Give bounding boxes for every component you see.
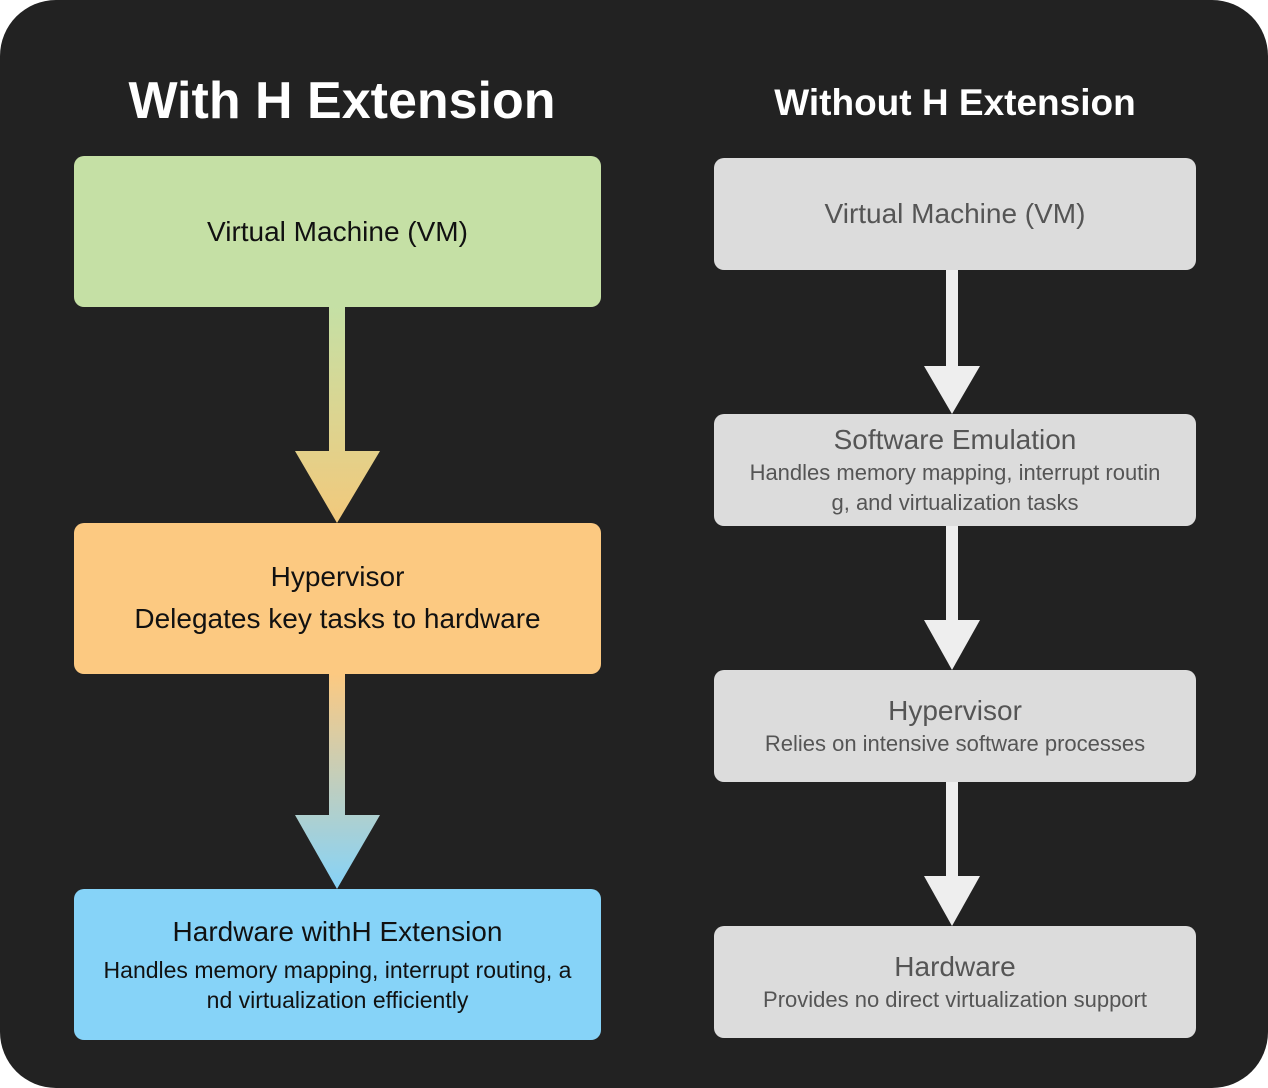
vm-box-without-h: Virtual Machine (VM)	[714, 158, 1196, 270]
hardware-box-without-h: Hardware Provides no direct virtualizati…	[714, 926, 1196, 1038]
arrow-hypervisor-to-hardware-left	[295, 674, 380, 889]
vm-label: Virtual Machine (VM)	[207, 215, 468, 247]
with-h-extension-title: With H Extension	[128, 72, 556, 130]
vm-box-with-h: Virtual Machine (VM)	[74, 156, 601, 307]
hypervisor-description: Delegates key tasks to hardware	[134, 602, 541, 634]
hardware-description-line2: nd virtualization efficiently	[206, 986, 469, 1013]
hardware-label: Hardware	[894, 951, 1016, 982]
arrow-hypervisor-to-hardware-right	[924, 782, 980, 926]
hypervisor-label: Hypervisor	[270, 560, 405, 592]
software-emulation-label: Software Emulation	[833, 424, 1077, 455]
hardware-label: Hardware withH Extension	[172, 915, 503, 947]
hypervisor-description: Relies on intensive software processes	[764, 731, 1146, 756]
hypervisor-box-with-h: Hypervisor Delegates key tasks to hardwa…	[74, 523, 601, 674]
hardware-description-line1: Handles memory mapping, interrupt routin…	[103, 956, 572, 983]
hardware-box-with-h: Hardware withH Extension Handles memory …	[74, 889, 601, 1040]
arrow-emulation-to-hypervisor-right	[924, 526, 980, 670]
hardware-description: Provides no direct virtualization suppor…	[763, 987, 1147, 1012]
software-emulation-description-line1: Handles memory mapping, interrupt routin	[749, 460, 1161, 485]
hypervisor-label: Hypervisor	[888, 695, 1022, 726]
hypervisor-box-without-h: Hypervisor Relies on intensive software …	[714, 670, 1196, 782]
without-h-extension-title: Without H Extension	[774, 82, 1136, 123]
arrow-vm-to-hypervisor-left	[295, 307, 380, 523]
vm-label: Virtual Machine (VM)	[824, 198, 1086, 229]
arrow-vm-to-emulation-right	[924, 270, 980, 414]
software-emulation-description-line2: g, and virtualization tasks	[831, 490, 1079, 515]
software-emulation-box: Software Emulation Handles memory mappin…	[714, 414, 1196, 526]
